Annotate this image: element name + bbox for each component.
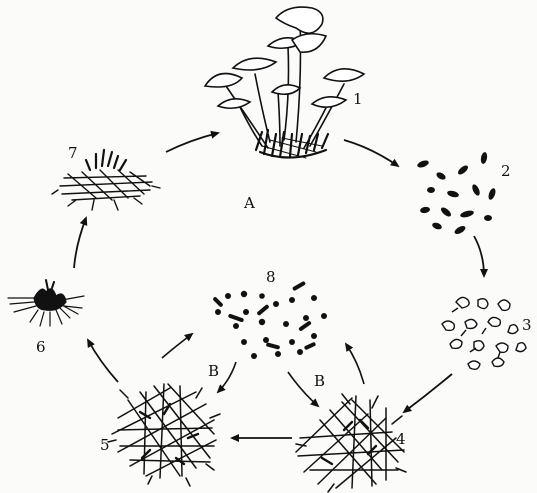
process-label-b-left: B [208, 364, 219, 379]
arrow-5-to-8 [162, 334, 192, 358]
spores-icon [416, 152, 497, 236]
stage-label-4: 4 [396, 432, 406, 447]
cycle-arrows [74, 133, 484, 438]
mushroom-cluster-icon [205, 7, 364, 158]
arrow-7-to-1 [166, 133, 218, 152]
hyphae-icon [296, 394, 406, 492]
arrow-5-to-6 [88, 340, 118, 382]
process-label-b-right: B [314, 374, 325, 389]
process-label-a: A [244, 196, 255, 211]
arrow-2-to-3 [474, 236, 484, 276]
stage-label-2: 2 [501, 164, 511, 179]
arrow-8-to-5 [218, 362, 236, 392]
germinating-spores-icon [442, 297, 526, 369]
stage-label-1: 1 [353, 92, 363, 107]
inner-arrows [162, 334, 364, 406]
primordium-icon [8, 280, 84, 326]
arrow-1-to-2 [344, 140, 398, 166]
stage-label-7: 7 [68, 146, 78, 161]
arrow-6-to-7 [74, 218, 86, 268]
stage-label-6: 6 [36, 340, 46, 355]
arrow-3-to-4 [404, 374, 452, 412]
mycelium-icon [108, 384, 220, 486]
arrow-4-to-8 [346, 344, 364, 384]
stage-label-5: 5 [100, 438, 110, 453]
small-particles-icon [212, 281, 327, 359]
stage-label-3: 3 [522, 318, 532, 333]
stage-label-8: 8 [266, 270, 276, 285]
